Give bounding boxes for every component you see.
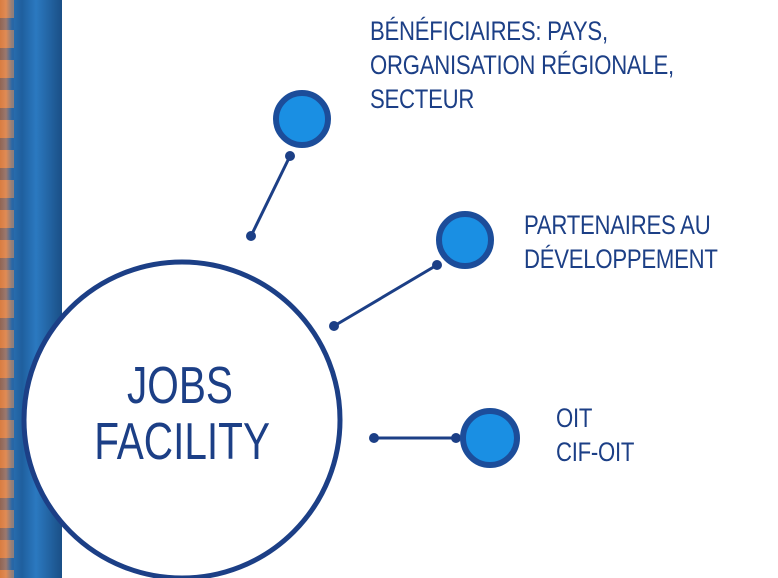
decorative-photo-strip bbox=[0, 0, 62, 578]
center-title-line2: FACILITY bbox=[94, 413, 271, 471]
connector-dot bbox=[285, 151, 295, 161]
connector-line-beneficiaires bbox=[249, 155, 292, 237]
label-partenaires: PARTENAIRES AU DÉVELOPPEMENT bbox=[524, 208, 718, 276]
node-oit bbox=[460, 408, 520, 468]
center-title: JOBS FACILITY bbox=[94, 357, 271, 471]
connector-dot bbox=[432, 260, 442, 270]
label-line: DÉVELOPPEMENT bbox=[524, 244, 718, 274]
label-line: ORGANISATION RÉGIONALE, bbox=[370, 50, 674, 80]
label-oit: OIT CIF-OIT bbox=[556, 401, 634, 469]
connector-dot bbox=[369, 433, 379, 443]
label-beneficiaires: BÉNÉFICIAIRES: PAYS, ORGANISATION RÉGION… bbox=[370, 14, 674, 116]
label-line: CIF-OIT bbox=[556, 437, 635, 467]
connector-line-partenaires bbox=[333, 263, 438, 328]
label-line: OIT bbox=[556, 403, 593, 433]
label-line: BÉNÉFICIAIRES: PAYS, bbox=[370, 16, 608, 46]
jobs-facility-circle bbox=[21, 259, 343, 578]
label-line: PARTENAIRES AU bbox=[524, 210, 711, 240]
connector-dot bbox=[451, 433, 461, 443]
label-line: SECTEUR bbox=[370, 84, 475, 114]
node-partenaires bbox=[436, 211, 494, 269]
node-beneficiaires bbox=[273, 90, 331, 148]
connector-dot bbox=[246, 231, 256, 241]
center-title-line1: JOBS bbox=[127, 357, 233, 415]
connector-dot bbox=[329, 321, 339, 331]
